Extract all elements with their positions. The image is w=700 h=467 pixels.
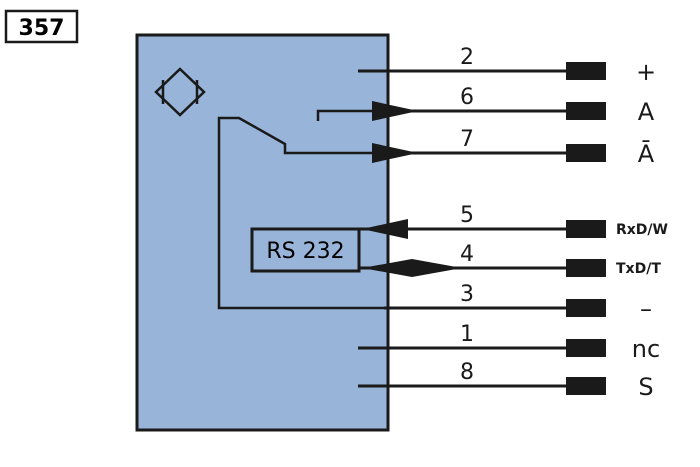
pin-row-6: 6A — [372, 85, 655, 126]
bidirectional-arrow-icon — [362, 259, 462, 277]
signal-label: – — [640, 295, 652, 323]
connector-block-icon — [566, 259, 606, 277]
signal-label: RxD/W — [616, 222, 668, 238]
connector-block-icon — [566, 144, 606, 162]
arrow-right-icon — [372, 101, 418, 121]
diagram-number-badge: 357 — [4, 9, 79, 44]
pin-number: 6 — [460, 85, 474, 110]
rs232-label: RS 232 — [266, 239, 344, 264]
switch-contact-icon — [217, 109, 384, 310]
pin-number: 8 — [460, 360, 474, 385]
signal-label: nc — [632, 335, 660, 363]
pin-row-7: 7Ā — [372, 127, 655, 168]
connector-block-icon — [566, 62, 606, 80]
signal-label: + — [636, 58, 656, 86]
pin-row-8: 8S — [358, 360, 654, 401]
pin-row-2: 2+ — [358, 45, 656, 86]
rs232-interface-box: RS 232 — [250, 227, 361, 273]
arrow-left-icon — [362, 219, 408, 239]
pin-number: 5 — [460, 203, 474, 228]
signal-label: Ā — [638, 139, 655, 168]
arrow-right-icon — [372, 143, 418, 163]
pin-number: 2 — [460, 45, 474, 70]
connector-block-icon — [566, 377, 606, 395]
connector-block-icon — [566, 339, 606, 357]
connector-block-icon — [566, 220, 606, 238]
pin-number: 7 — [460, 127, 474, 152]
pin-row-1: 1 nc — [358, 322, 660, 363]
signal-label: A — [638, 98, 655, 126]
signal-label: S — [638, 373, 653, 401]
signal-label: TxD/T — [616, 261, 661, 277]
diagram-number: 357 — [19, 16, 65, 41]
pin-number: 4 — [460, 242, 474, 267]
diamond-sensor-icon — [154, 67, 206, 117]
pin-number: 1 — [460, 322, 474, 347]
pin-row-3: 3– — [384, 282, 652, 323]
pin-number: 3 — [460, 282, 474, 307]
connector-block-icon — [566, 299, 606, 317]
connector-block-icon — [566, 102, 606, 120]
